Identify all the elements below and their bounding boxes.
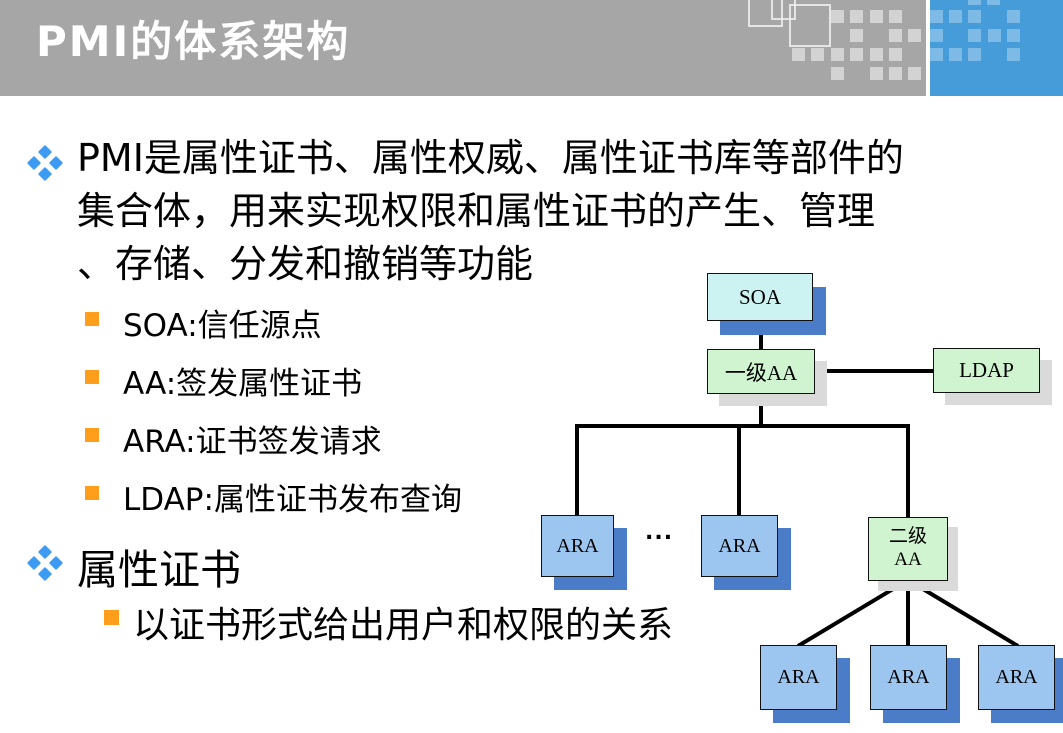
bullet-paragraph: PMI是属性证书、属性权威、属性证书库等部件的 集合体，用来实现权限和属性证书的…: [77, 132, 1017, 291]
deco-square: [850, 10, 863, 23]
deco-outline-square: [748, 0, 783, 27]
deco-square: [870, 67, 883, 80]
connector-drop-ara2: [737, 424, 741, 516]
deco-square: [968, 10, 981, 23]
square-bullet-icon: [85, 486, 99, 500]
sub-bullet-ldap: LDAP:属性证书发布查询: [123, 482, 462, 518]
sub-bullet-ara: ARA:证书签发请求: [123, 424, 382, 460]
deco-outline-square: [771, 0, 796, 20]
deco-square: [1007, 10, 1020, 23]
deco-square: [988, 29, 1001, 42]
deco-outline-square: [789, 4, 831, 47]
node-label-line: 二级: [888, 526, 927, 548]
diamond-bullet-icon: [26, 144, 64, 182]
deco-square: [870, 48, 883, 61]
node-ara-bottom-1: ARA: [760, 645, 837, 710]
square-bullet-icon: [85, 370, 99, 384]
node-label-line: AA: [894, 549, 922, 570]
node-ara-bottom-2: ARA: [870, 645, 947, 710]
deco-square: [1007, 48, 1020, 61]
deco-square: [831, 48, 844, 61]
deco-square: [831, 67, 844, 80]
page-title: PMI的体系架构: [36, 17, 351, 66]
node-level1-aa: 一级AA: [707, 349, 815, 394]
deco-square: [949, 48, 962, 61]
deco-square: [930, 10, 943, 23]
node-ara-mid: ARA: [701, 515, 778, 577]
connector-distribution: [575, 424, 910, 428]
sub-bullet-soa: SOA:信任源点: [123, 308, 322, 344]
deco-square: [930, 48, 943, 61]
connector-fan-aa2: [796, 578, 1020, 648]
deco-square: [968, 29, 981, 42]
bullet-line: 集合体，用来实现权限和属性证书的产生、管理: [77, 189, 876, 233]
deco-square: [908, 29, 921, 42]
deco-square: [889, 67, 902, 80]
square-bullet-icon: [104, 610, 119, 625]
node-ldap: LDAP: [933, 348, 1040, 393]
sub-bullet-aa: AA:签发属性证书: [123, 366, 363, 402]
deco-square: [908, 67, 921, 80]
title-bar: PMI的体系架构: [0, 0, 926, 96]
connector-aa1-ldap: [814, 369, 934, 373]
square-bullet-icon: [85, 312, 99, 326]
deco-square: [811, 48, 824, 61]
deco-square: [930, 29, 943, 42]
deco-square: [831, 10, 844, 23]
deco-square: [949, 10, 962, 23]
deco-square: [968, 0, 981, 5]
deco-square: [1007, 29, 1020, 42]
connector-drop-ara1: [575, 424, 579, 516]
node-soa: SOA: [707, 273, 813, 321]
square-bullet-icon: [85, 428, 99, 442]
node-ara-bottom-3: ARA: [978, 645, 1055, 710]
bullet-attribute-cert: 属性证书: [77, 546, 241, 594]
deco-square: [987, 0, 1000, 5]
deco-square: [792, 48, 805, 61]
node-ara-left: ARA: [541, 515, 614, 577]
node-level2-aa: 二级 AA: [868, 517, 948, 581]
connector-aa1-down: [759, 393, 763, 427]
diamond-bullet-icon: [26, 544, 64, 582]
ellipsis-text: ...: [645, 520, 674, 545]
sub-bullet-cert-relation: 以证书形式给出用户和权限的关系: [133, 605, 674, 646]
deco-square: [968, 48, 981, 61]
deco-square: [850, 29, 863, 42]
deco-square: [889, 10, 902, 23]
deco-square: [889, 29, 902, 42]
deco-square: [889, 48, 902, 61]
deco-square: [850, 48, 863, 61]
connector-drop-aa2: [906, 424, 910, 518]
connector-soa-aa1: [759, 320, 763, 351]
deco-square: [870, 10, 883, 23]
bullet-line: PMI是属性证书、属性权威、属性证书库等部件的: [77, 136, 904, 180]
bullet-line: 、存储、分发和撤销等功能: [77, 242, 534, 286]
